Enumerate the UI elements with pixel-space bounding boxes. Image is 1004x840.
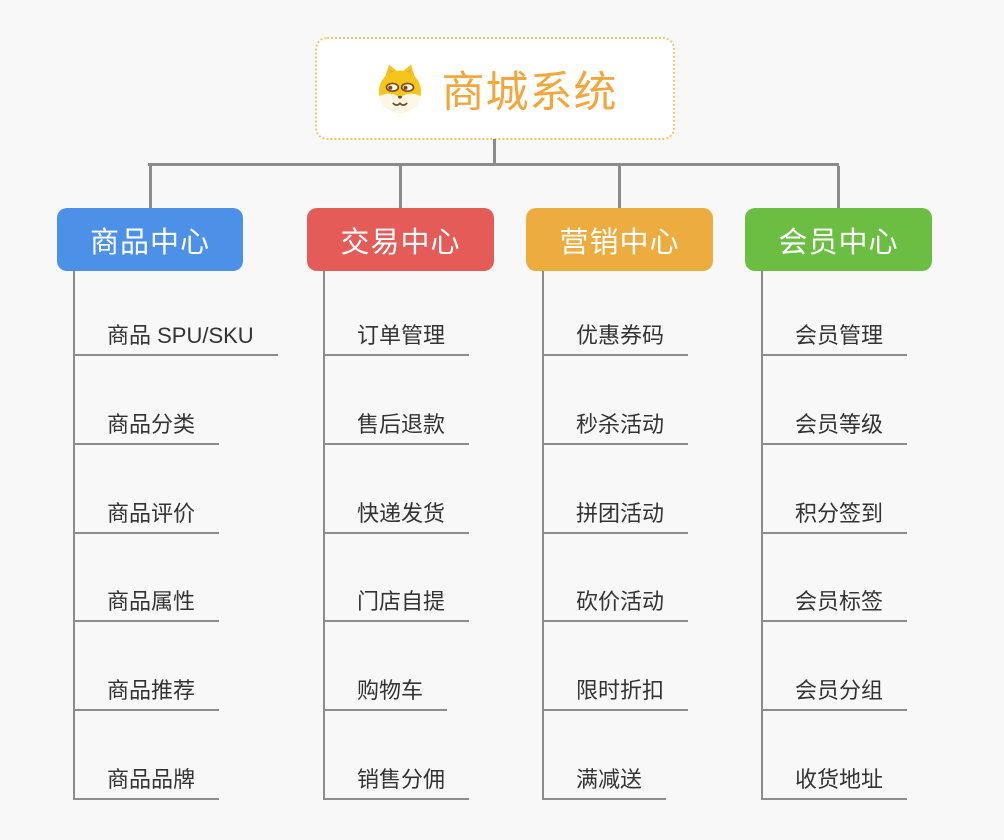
connector-drop [399,166,402,208]
leaf-node[interactable]: 秒杀活动 [542,409,689,445]
leaf-node[interactable]: 砍价活动 [542,586,689,623]
connector-rail [148,163,839,166]
leaf-node[interactable]: 拼团活动 [542,498,689,534]
leaf-node[interactable]: 收货地址 [761,764,908,800]
leaf-node[interactable]: 商品 SPU/SKU [73,320,278,356]
branch-node-member-center[interactable]: 会员中心 [745,208,932,271]
leaf-node[interactable]: 会员标签 [761,586,908,623]
connector-drop [148,166,152,208]
leaf-node[interactable]: 商品评价 [73,498,220,534]
leaf-node[interactable]: 限时折扣 [542,675,689,712]
leaf-node[interactable]: 商品属性 [73,586,220,623]
branch-node-product-center[interactable]: 商品中心 [57,208,243,271]
shiba-dog-icon [373,62,427,116]
leaf-node[interactable]: 快递发货 [323,498,470,534]
leaf-node[interactable]: 门店自提 [323,586,470,623]
connector-drop [618,166,621,208]
leaf-node[interactable]: 积分签到 [761,498,908,534]
leaf-node[interactable]: 商品品牌 [73,764,220,800]
leaf-node[interactable]: 销售分佣 [323,764,470,800]
leaf-node[interactable]: 订单管理 [323,320,470,356]
branch-vline [73,271,75,800]
leaf-node[interactable]: 商品推荐 [73,675,220,712]
root-title: 商城系统 [441,68,618,117]
leaf-node[interactable]: 会员分组 [761,675,908,712]
leaf-node[interactable]: 会员管理 [761,320,908,356]
leaf-node[interactable]: 会员等级 [761,409,908,445]
leaf-node[interactable]: 优惠券码 [542,320,689,356]
branch-node-marketing-center[interactable]: 营销中心 [526,208,713,271]
leaf-node[interactable]: 售后退款 [323,409,470,445]
connector-drop [837,166,840,208]
connector-stem [493,139,496,166]
leaf-node[interactable]: 购物车 [323,675,448,712]
branch-vline [542,271,544,800]
branch-vline [323,271,325,800]
root-node[interactable]: 商城系统 [315,37,675,140]
branch-node-trade-center[interactable]: 交易中心 [307,208,494,271]
branch-vline [761,271,763,800]
leaf-node[interactable]: 商品分类 [73,409,220,445]
leaf-node[interactable]: 满减送 [542,764,667,800]
